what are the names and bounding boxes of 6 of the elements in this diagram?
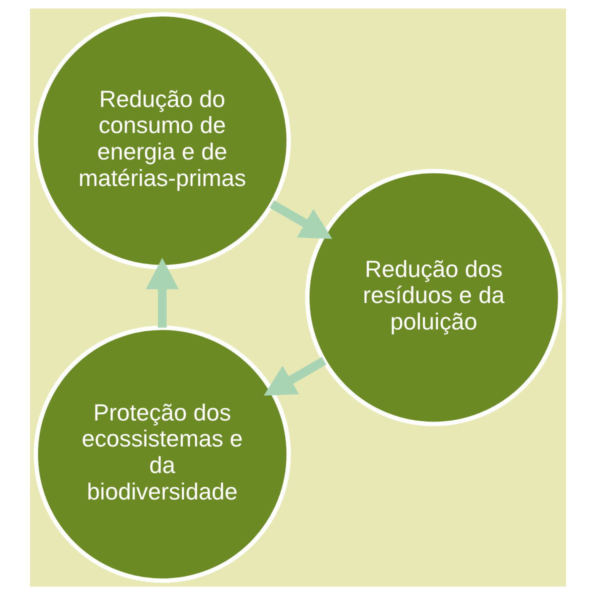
node-circle: Proteção dos ecossistemas e da biodiversidade — [33, 326, 290, 583]
arrow — [263, 357, 326, 396]
arrow — [145, 258, 178, 328]
arrow — [269, 200, 332, 239]
node-circle: Redução dos resíduos e da poluição — [304, 168, 562, 426]
node-circle: Redução do consumo de energia e de matérias-primas — [33, 12, 290, 270]
